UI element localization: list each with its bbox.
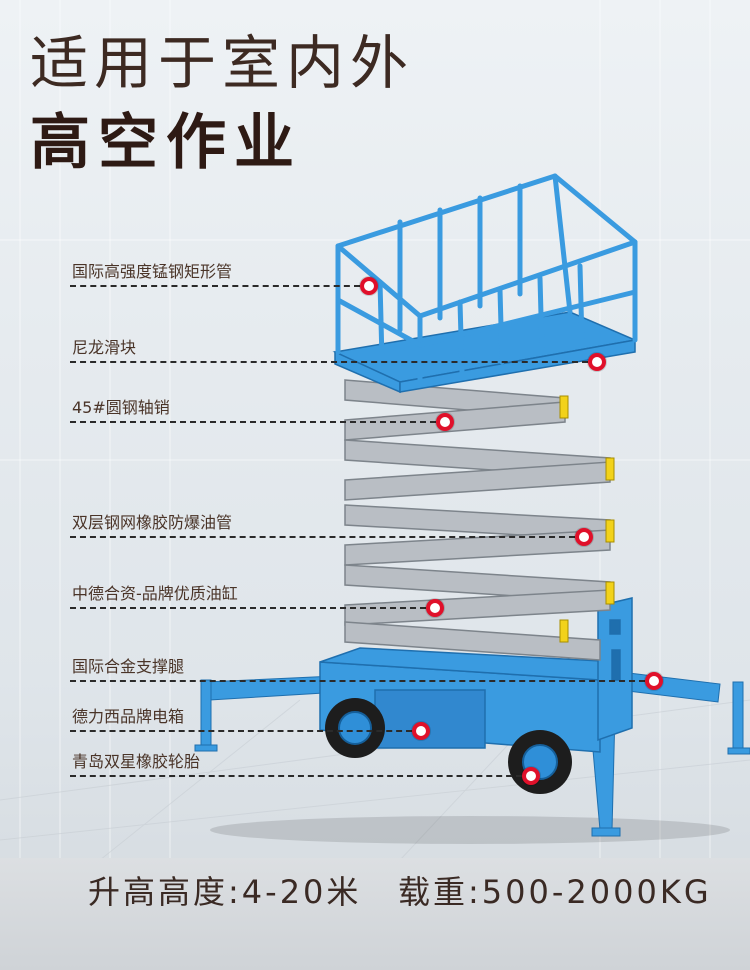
- headline-line-2: 高空作业: [30, 108, 302, 178]
- callout-steel-tube: 国际高强度锰钢矩形管: [0, 262, 750, 295]
- callout-label: 45#圆钢轴销: [72, 398, 170, 417]
- marker-dot-icon: [360, 277, 378, 295]
- leader-line: [70, 607, 426, 609]
- leader-line: [70, 285, 360, 287]
- leader-line: [70, 421, 436, 423]
- callout-support-leg: 国际合金支撑腿: [0, 657, 750, 690]
- leader-line: [70, 361, 588, 363]
- marker-dot-icon: [645, 672, 663, 690]
- callout-oil-hose: 双层钢网橡胶防爆油管: [0, 513, 750, 546]
- callout-label: 德力西品牌电箱: [72, 707, 185, 726]
- headline-line-1: 适用于室内外: [30, 29, 415, 97]
- callout-label: 中德合资-品牌优质油缸: [72, 584, 238, 603]
- leader-line: [70, 775, 522, 777]
- callout-label: 尼龙滑块: [72, 338, 137, 357]
- leader-line: [70, 680, 645, 682]
- marker-dot-icon: [575, 528, 593, 546]
- callout-label: 青岛双星橡胶轮胎: [72, 752, 201, 771]
- callout-cylinder: 中德合资-品牌优质油缸: [0, 584, 750, 617]
- leader-line: [70, 730, 412, 732]
- spec-footer: [0, 858, 750, 970]
- callout-label: 双层钢网橡胶防爆油管: [72, 513, 233, 532]
- marker-dot-icon: [588, 353, 606, 371]
- callout-nylon-slider: 尼龙滑块: [0, 338, 750, 371]
- callout-label: 国际合金支撑腿: [72, 657, 185, 676]
- scissor-lift-illustration: [194, 173, 750, 844]
- spec-lift-height: 升高高度:4-20米: [88, 873, 362, 911]
- marker-dot-icon: [426, 599, 444, 617]
- spec-load-capacity: 载重:500-2000KG: [398, 873, 712, 911]
- callout-tire: 青岛双星橡胶轮胎: [0, 752, 750, 785]
- marker-dot-icon: [522, 767, 540, 785]
- leader-line: [70, 536, 575, 538]
- callout-axle-pin: 45#圆钢轴销: [0, 398, 750, 431]
- callout-label: 国际高强度锰钢矩形管: [72, 262, 233, 281]
- marker-dot-icon: [436, 413, 454, 431]
- marker-dot-icon: [412, 722, 430, 740]
- callout-electric-box: 德力西品牌电箱: [0, 707, 750, 740]
